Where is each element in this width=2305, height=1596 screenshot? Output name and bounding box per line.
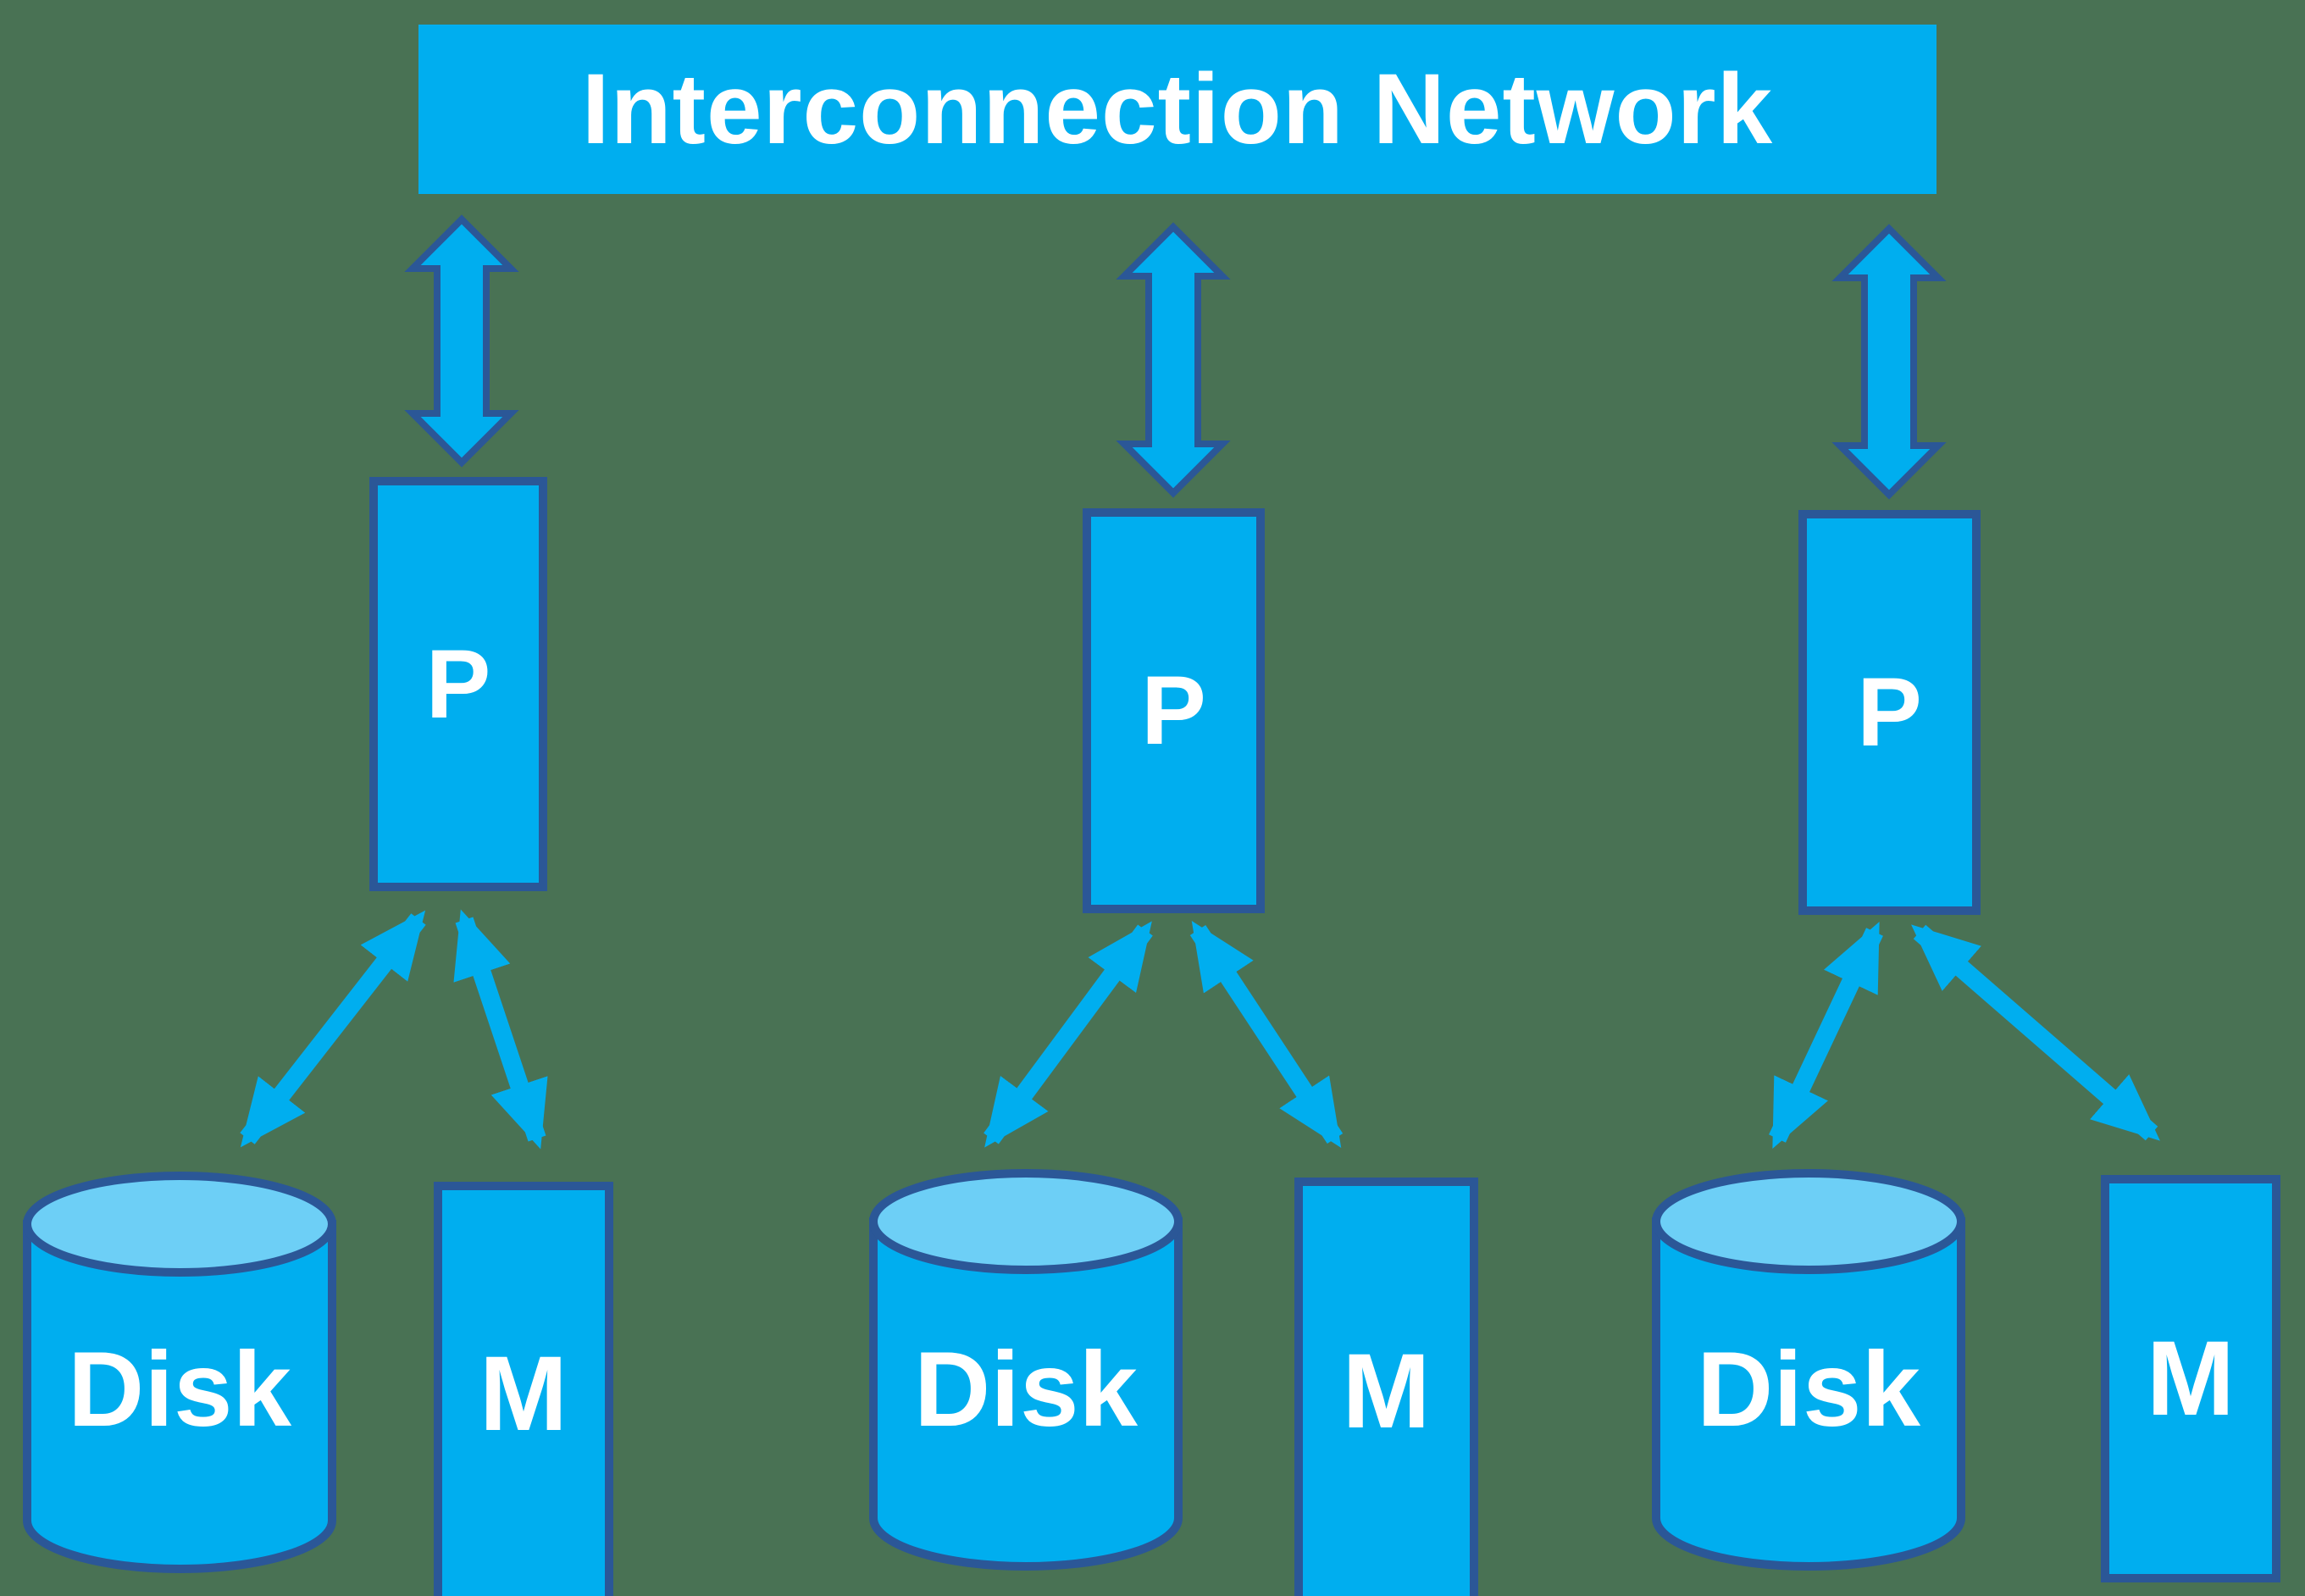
processor-label: P [1141,657,1206,765]
vertical-double-arrow-1 [404,214,519,468]
disk-label-2: Disk [913,1330,1139,1449]
disk-cylinder-3 [1652,1169,1965,1571]
processor-box-2: P [1083,508,1265,913]
processor-label: P [425,629,491,739]
diagonal-arrow-p2-disk2 [984,921,1153,1148]
disk-label-3: Disk [1696,1330,1921,1449]
diagonal-arrow-p1-m1 [453,909,548,1150]
vertical-double-arrow-3 [1831,224,1947,500]
diagonal-arrow-p3-m3 [1911,924,2160,1141]
memory-box-3: M [2101,1175,2280,1582]
processor-label: P [1857,658,1922,767]
diagonal-arrow-p2-m2 [1189,920,1344,1149]
diagonal-arrow-p3-disk3 [1769,922,1883,1149]
memory-box-2: M [1294,1178,1478,1596]
vertical-double-arrow-2 [1116,222,1231,498]
banner-title: Interconnection Network [581,53,1774,165]
diagonal-arrow-p1-disk1 [240,910,426,1148]
disk-cylinder-1 [23,1172,336,1573]
processor-box-1: P [369,477,547,891]
memory-label: M [1342,1333,1431,1450]
processor-box-3: P [1798,510,1981,915]
disk-label-1: Disk [67,1330,292,1449]
memory-label: M [479,1334,568,1453]
disk-cylinder-2 [869,1169,1183,1571]
memory-box-1: M [434,1182,613,1596]
interconnection-network-banner: Interconnection Network [418,25,1937,194]
memory-label: M [2146,1320,2236,1438]
